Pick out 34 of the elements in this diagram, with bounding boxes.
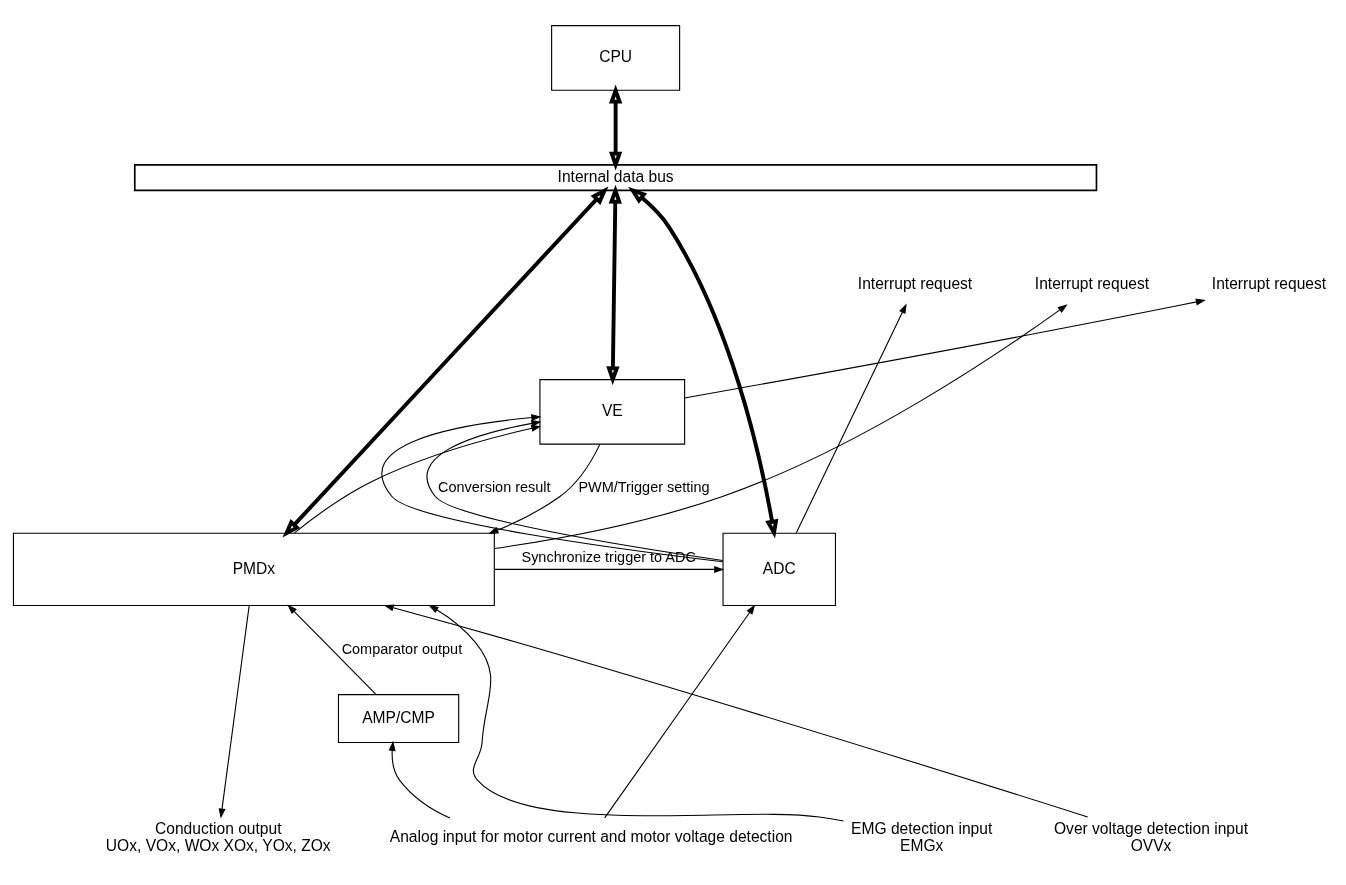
arrow xyxy=(487,443,600,534)
arrow xyxy=(683,298,1206,399)
node-text: Conduction output UOx, VOx, WOx XOx, YOx, ZOx xyxy=(105,819,331,854)
arrow xyxy=(286,604,376,695)
arrow xyxy=(603,604,755,819)
arrow xyxy=(388,740,450,819)
node-text: Interrupt request xyxy=(857,275,972,293)
node-text: EMG detection input EMGx xyxy=(850,819,992,854)
arrow xyxy=(493,565,724,573)
node-text: Analog input for motor current and motor voltage detection xyxy=(389,828,792,846)
arrow xyxy=(605,184,622,386)
node-box: CPU xyxy=(550,25,680,91)
arrow xyxy=(383,604,1088,818)
arrow xyxy=(282,186,608,538)
node-box: ADC xyxy=(721,532,836,607)
arrow xyxy=(627,186,778,539)
edge-label: Conversion result xyxy=(437,479,551,496)
arrow xyxy=(493,304,1068,550)
arrow xyxy=(427,604,844,822)
node-box: Internal data bus xyxy=(133,163,1097,192)
node-box: VE xyxy=(538,379,685,445)
arrow xyxy=(380,414,723,563)
node-text: Interrupt request xyxy=(1034,275,1149,293)
node-box: AMP/CMP xyxy=(337,694,459,744)
arrow xyxy=(425,419,723,561)
arrow xyxy=(608,84,622,171)
node-text: Interrupt request xyxy=(1211,275,1326,293)
edge-label: PWM/Trigger setting xyxy=(577,479,710,496)
edge-label: Comparator output xyxy=(341,640,462,657)
node-box: PMDx xyxy=(12,532,495,607)
arrow xyxy=(293,424,541,534)
node-text: Over voltage detection input OVVx xyxy=(1053,819,1248,854)
arrow xyxy=(795,303,907,534)
arrow xyxy=(218,605,250,819)
